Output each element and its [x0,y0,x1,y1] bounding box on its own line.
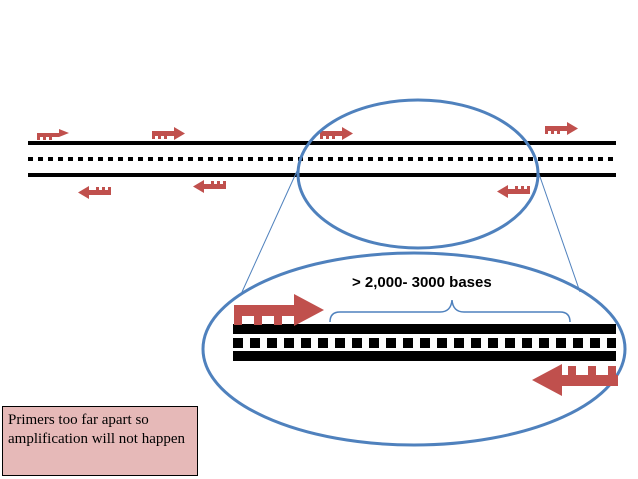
reverse-primer-arrow [193,180,226,193]
reverse-primers [78,180,530,199]
large-reverse-primer [532,364,618,396]
zoom-connector-left [241,170,298,293]
distance-brace [329,299,571,323]
magnified-ellipse [201,251,627,447]
magnified-dna [233,324,616,361]
explanation-note: Primers too far apart so amplification w… [2,406,198,476]
magnified-top-strand [233,324,616,334]
forward-primer-arrow [152,127,185,140]
magnified-bottom-strand [233,351,616,361]
forward-primer-arrow [37,129,69,140]
zoom-connector-right [537,170,581,293]
overview-dna [28,141,616,177]
distance-label: > 2,000- 3000 bases [352,274,492,291]
forward-primer-arrow [545,122,578,135]
reverse-primer-arrow [497,185,530,198]
reverse-primer-arrow [78,186,111,199]
zoom-region-ellipse [296,98,540,250]
forward-primers [37,122,578,140]
large-forward-primer [234,294,324,326]
explanation-note-text: Primers too far apart so amplification w… [8,412,186,447]
forward-primer-arrow [320,127,353,140]
